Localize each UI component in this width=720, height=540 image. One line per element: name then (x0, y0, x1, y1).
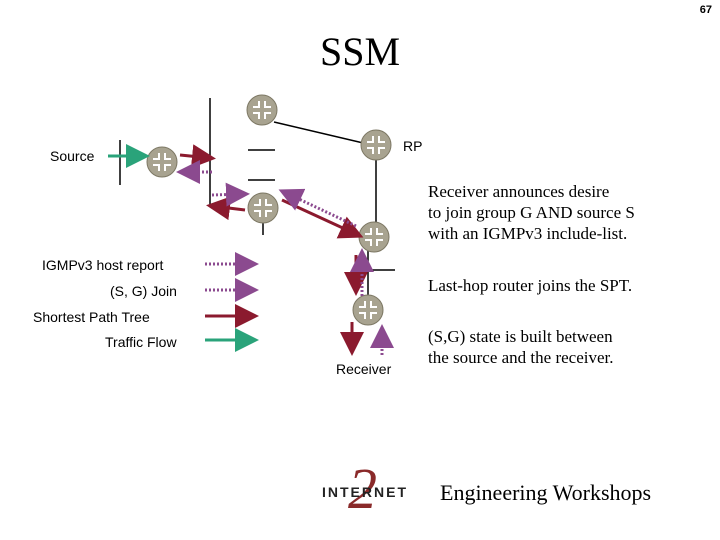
receiver-label: Receiver (336, 361, 392, 377)
legend-lines (205, 252, 259, 352)
note-line-6: the source and the receiver. (428, 348, 614, 367)
workshop-title: Engineering Workshops (440, 480, 652, 505)
router-top (246, 94, 278, 126)
router-middle (247, 192, 279, 224)
note-line-2: to join group G AND source S (428, 203, 635, 222)
note-line-1: Receiver announces desire (428, 182, 610, 201)
source-label: Source (50, 148, 95, 164)
logo-text: INTERNET (322, 484, 408, 500)
note-line-5: (S,G) state is built between (428, 327, 613, 346)
router-rp (360, 129, 392, 161)
rp-label: RP (403, 138, 423, 154)
legend-igmp-label: IGMPv3 host report (42, 257, 164, 273)
note-line-3: with an IGMPv3 include-list. (428, 224, 628, 243)
router-receiver (352, 294, 384, 326)
router-source (146, 146, 178, 178)
logo-digit: 2 (348, 456, 377, 521)
internet2-logo: 2 INTERNET (318, 460, 428, 526)
page-number: 67 (699, 4, 712, 16)
router-last-hop (358, 221, 390, 253)
legend-traffic-label: Traffic Flow (105, 334, 177, 350)
note-line-4: Last-hop router joins the SPT. (428, 276, 633, 295)
legend-spt-label: Shortest Path Tree (33, 309, 150, 325)
slide-title: SSM (319, 29, 401, 74)
legend-join-label: (S, G) Join (110, 283, 177, 299)
join-arrows (176, 160, 394, 355)
spt-arrows (179, 144, 368, 356)
